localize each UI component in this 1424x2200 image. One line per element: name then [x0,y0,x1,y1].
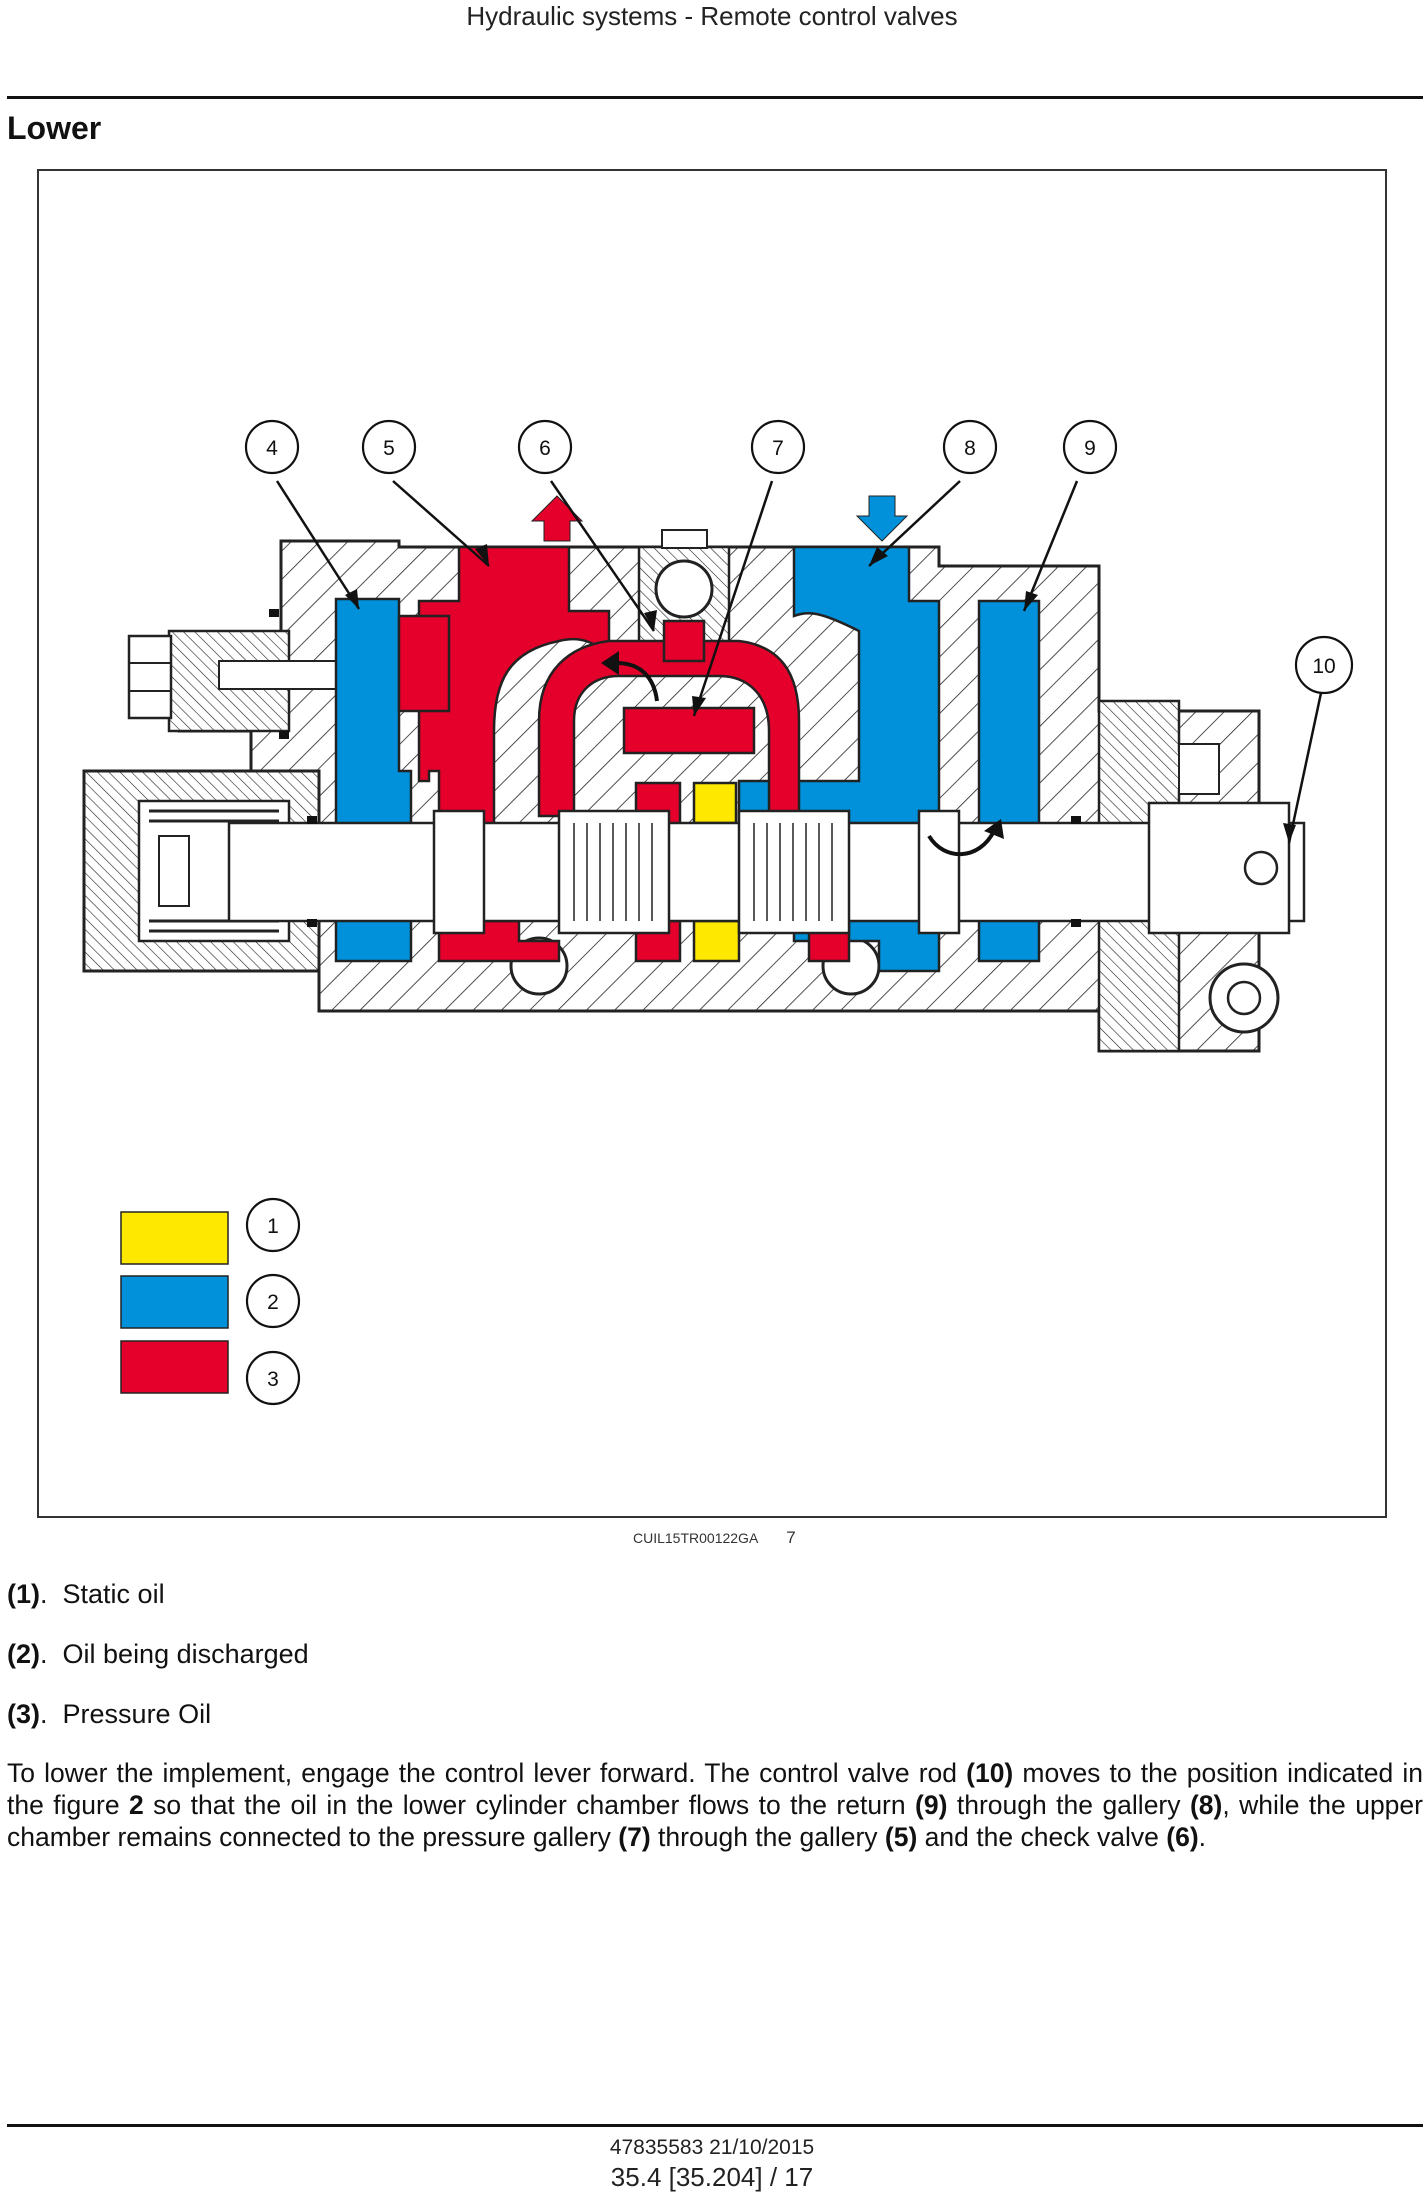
legend-item: (2). Oil being discharged [7,1639,309,1669]
legend-list: (1). Static oil (2). Oil being discharge… [7,1578,309,1758]
callout-5 [361,419,417,475]
plug-hex-nut [127,634,173,720]
callout-4 [244,419,300,475]
legend-text: Static oil [62,1579,165,1609]
callout-7 [750,419,806,475]
right-fitting [1178,743,1220,795]
callout-9 [1062,419,1118,475]
legend-ref: (2) [7,1639,40,1669]
legend-ref: (3) [7,1699,40,1729]
callout-arrowheads [345,544,1296,843]
legend-callout-2-label: 2 [267,1291,279,1314]
callout-10 [1294,635,1354,695]
legend-swatch-discharge [120,1275,229,1329]
section-title: Lower [7,110,102,146]
legend-text: Pressure Oil [62,1699,212,1729]
running-header: Hydraulic systems - Remote control valve… [466,1,958,31]
footer-doc-code: 47835583 21/10/2015 [609,2136,815,2159]
callout-9-label: 9 [1084,437,1096,460]
callout-6 [517,419,573,475]
legend-item: (3). Pressure Oil [7,1699,212,1729]
legend-callout-1 [245,1197,301,1253]
valve-cross-section-diagram: 4 5 6 7 8 9 10 1 2 3 [82,419,1354,1406]
description-paragraph: To lower the implement, engage the contr… [7,1758,1423,1852]
valve-figure: 4 5 6 7 8 9 10 1 2 3 [37,169,1387,1518]
footer-rule [7,2124,1423,2127]
plug-stem [218,660,340,690]
legend-text: Oil being discharged [62,1639,309,1669]
callout-8-label: 8 [964,437,976,460]
legend-callout-3 [245,1350,301,1406]
legend-callout-2 [245,1273,301,1329]
callout-8 [942,419,998,475]
spring [149,809,279,933]
legend-callout-1-label: 1 [267,1215,279,1238]
header-rule [7,96,1423,99]
curved-arrow-discharge [927,830,996,857]
legend-callout-3-label: 3 [267,1368,279,1391]
curved-arrow-pressure [616,661,659,702]
callout-4-label: 4 [266,437,278,460]
up-arrow [530,495,584,542]
callout-5-label: 5 [383,437,395,460]
legend-item: (1). Static oil [7,1579,165,1609]
callout-6-label: 6 [539,437,551,460]
legend-ref: (1) [7,1579,40,1609]
callout-leaders [275,480,1323,844]
static-oil-chambers [692,781,741,963]
callout-7-label: 7 [772,437,784,460]
legend-swatch-pressure [120,1340,229,1394]
down-arrow [855,495,909,542]
legend-swatch-static [120,1211,229,1265]
footer-page-number: 35.4 [35.204] / 17 [610,2162,814,2192]
figure-caption: CUIL15TR00122GA 7 [633,1528,796,1548]
figure-code: CUIL15TR00122GA [633,1530,759,1546]
callout-10-label: 10 [1312,655,1335,678]
figure-number: 7 [786,1528,796,1547]
